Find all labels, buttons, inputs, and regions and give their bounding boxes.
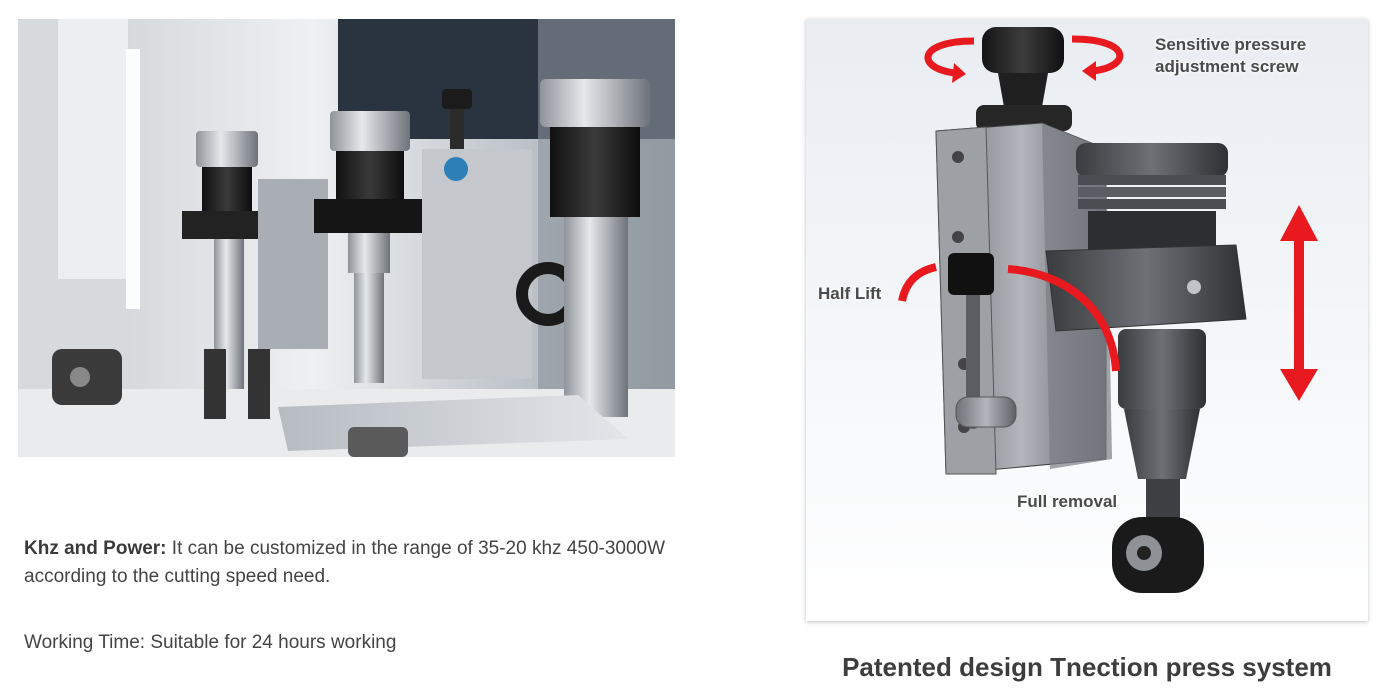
pressure-callout-line-1: Sensitive pressure — [1155, 35, 1307, 54]
working-time-spec: Working Time: Suitable for 24 hours work… — [24, 632, 397, 653]
khz-power-text: It can be customized in the range of 35-… — [24, 538, 666, 587]
machines-photo — [18, 19, 675, 457]
diagram-caption: Patented design Tnection press system — [842, 652, 1332, 682]
ultrasonic-cutting-machines-illustration — [18, 19, 675, 457]
press-system-illustration — [898, 27, 1318, 593]
full-removal-callout: Full removal — [1017, 492, 1118, 511]
pressure-screw-callout: Sensitive pressure adjustment screw — [1155, 34, 1306, 78]
half-lift-callout: Half Lift — [818, 284, 882, 303]
khz-power-spec: Khz and Power: It can be customized in t… — [24, 535, 684, 591]
pressure-callout-line-2: adjustment screw — [1155, 57, 1299, 76]
press-system-diagram: Sensitive pressure adjustment screw Half… — [806, 19, 1368, 621]
khz-power-label: Khz and Power: — [24, 538, 167, 559]
